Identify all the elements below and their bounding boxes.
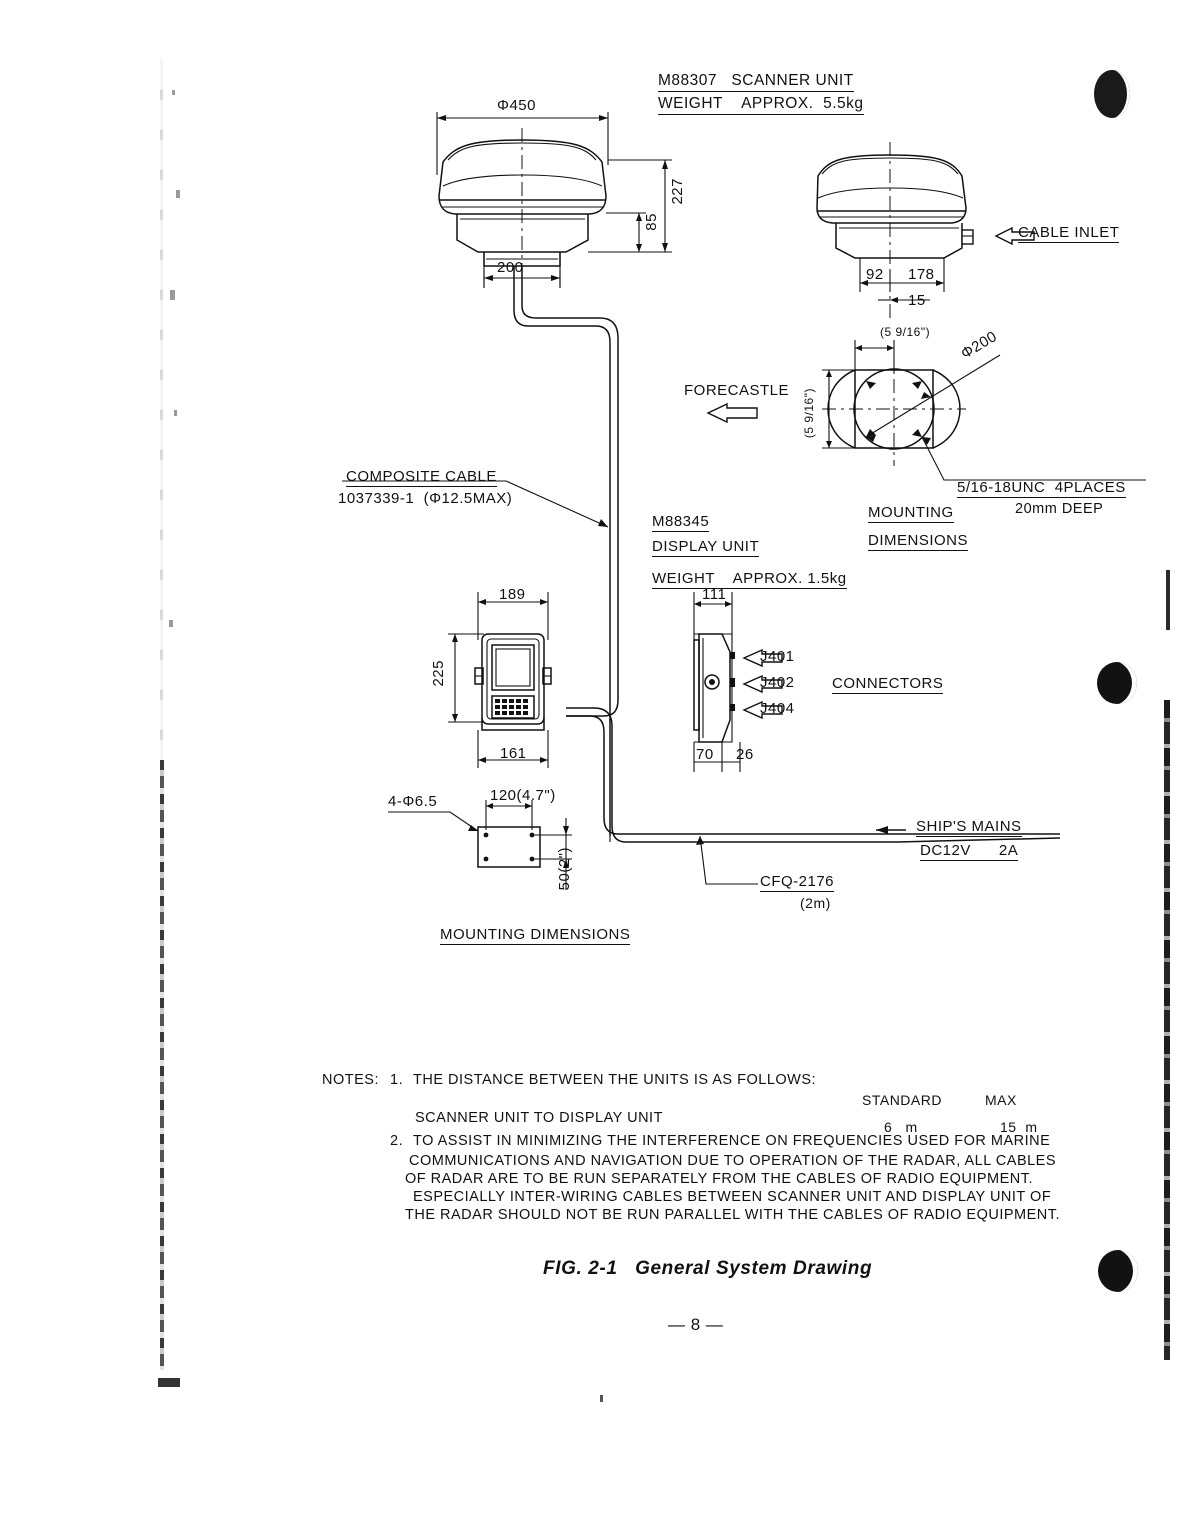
scan-edge-mark-bottom-left [158,1378,180,1387]
scanner-mounting-dimensions [822,340,1146,481]
cable-inlet-arrow [994,226,1035,246]
connector-label-j401: J401 [760,648,795,665]
dim-scanner-base-height: 85 [643,213,660,231]
note2-line-3: OF RADAR ARE TO BE RUN SEPARATELY FROM T… [405,1171,1034,1187]
notes-heading: NOTES: [322,1072,379,1088]
cable-inlet-label: CABLE INLET [1018,224,1120,243]
dim-display-side-body: 70 [696,746,714,763]
scanner-unit-side-view [816,142,974,318]
notes-table-row-standard: 6 m [884,1119,918,1135]
dim-mount-width: 120(4.7") [490,787,556,804]
binder-hole-artifact-top [1094,70,1130,118]
scan-speck-2 [176,190,180,198]
scan-edge-line-left-dark [160,760,164,1370]
scanner-mounting-title-line1: MOUNTING [868,504,954,523]
note1-number: 1. [390,1072,404,1088]
composite-cable-route [513,266,619,842]
thread-spec-label: 5/16-18UNC 4PLACES [957,479,1126,498]
figure-caption: FIG. 2-1 General System Drawing [543,1258,873,1279]
dim-scanner-diameter: Φ450 [497,97,536,114]
scanner-mounting-title-line2: DIMENSIONS [868,532,969,551]
ships-mains-line1: SHIP'S MAINS [916,818,1022,837]
scan-edge-line-right [1166,570,1170,630]
dim-display-side-depth: 111 [702,586,727,603]
composite-cable-leader [342,480,609,528]
scan-speck-5 [169,620,173,627]
scan-speck-3 [170,290,175,300]
display-mounting-dimensions [388,800,572,890]
power-cable-label: CFQ-2176 [760,873,835,892]
dim-display-height: 225 [430,660,447,687]
dim-scanner-side-left: 92 [866,266,884,283]
scanner-unit-model: M88307 SCANNER UNIT [658,72,854,92]
forecastle-label: FORECASTLE [684,382,790,399]
dim-display-side-bracket: 26 [736,746,754,763]
connectors-title: CONNECTORS [832,675,944,694]
composite-cable-line2: 1037339-1 (Φ12.5MAX) [338,490,513,507]
dim-scanner-side-right: 178 [908,266,935,283]
dim-scanner-offset: 15 [908,292,926,309]
notes-table-header-standard: STANDARD [862,1092,942,1108]
display-unit-weight: WEIGHT APPROX. 1.5kg [652,570,847,589]
dim-scanner-total-height: 227 [669,178,686,205]
scanner-unit-front-view [436,112,672,292]
note2-number: 2. [390,1133,404,1149]
thread-depth-label: 20mm DEEP [1015,501,1104,517]
dim-display-width: 189 [499,586,526,603]
note1-text: THE DISTANCE BETWEEN THE UNITS IS AS FOL… [413,1072,817,1088]
display-unit-front-view [448,592,552,768]
page-number: — 8 — [668,1315,724,1334]
dim-bracket-inch-top: (5 9/16") [880,325,931,339]
notes-table-header-max: MAX [985,1092,1017,1108]
connector-label-j404: J404 [760,700,795,717]
power-cable-length: (2m) [800,895,831,911]
scan-speck-1 [172,90,175,95]
forecastle-arrow [706,402,758,424]
ships-mains-arrow [876,826,906,834]
dim-mount-hole-spec: 4-Φ6.5 [388,793,438,810]
display-unit-model: M88345 [652,513,710,532]
note2-line-2: COMMUNICATIONS AND NAVIGATION DUE TO OPE… [409,1153,1057,1169]
scan-speck-6 [600,1395,603,1402]
display-unit-name: DISPLAY UNIT [652,538,760,557]
binder-hole-artifact-middle [1097,662,1137,704]
composite-cable-line1: COMPOSITE CABLE [346,468,497,487]
connector-label-j402: J402 [760,674,795,691]
scan-edge-line-left [160,60,163,1360]
note2-line-4: ESPECIALLY INTER-WIRING CABLES BETWEEN S… [413,1189,1052,1205]
scan-edge-line-right-lower [1164,700,1170,1360]
dim-scanner-base-width: 200 [497,259,524,276]
dim-mount-height: 50(2") [556,847,573,891]
ships-mains-line2: DC12V 2A [920,842,1019,861]
notes-table-row-max: 15 m [1000,1119,1038,1135]
note2-line-5: THE RADAR SHOULD NOT BE RUN PARALLEL WIT… [405,1207,1061,1223]
power-cable-leader [696,835,758,885]
note2-line-1: TO ASSIST IN MINIMIZING THE INTERFERENCE… [413,1133,1051,1149]
power-cable-route [566,707,1061,843]
connector-arrows [742,648,783,720]
dim-bracket-inch-left: (5 9/16") [802,388,816,439]
dim-display-base-width: 161 [500,745,527,762]
scanner-unit-weight: WEIGHT APPROX. 5.5kg [658,95,864,115]
scan-speck-4 [174,410,177,416]
display-unit-side-view [693,592,741,772]
display-mounting-title: MOUNTING DIMENSIONS [440,926,631,945]
notes-table-row-label: SCANNER UNIT TO DISPLAY UNIT [415,1110,663,1126]
binder-hole-artifact-bottom [1098,1250,1138,1292]
